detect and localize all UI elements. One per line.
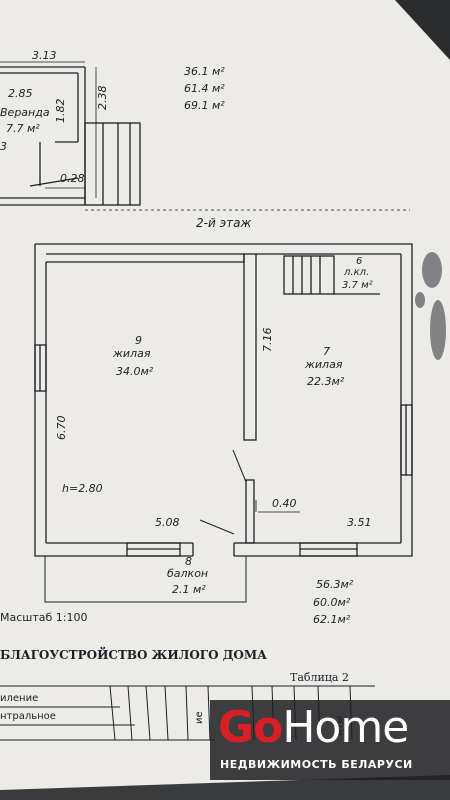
room9-area: 34.0м² [116, 365, 154, 378]
area-bottom-3: 62.1м² [313, 613, 351, 626]
ceiling-height: h=2.80 [62, 482, 103, 495]
area-bottom-2: 60.0м² [313, 596, 351, 609]
shadow-bottom [0, 775, 450, 800]
shadow-top-right [395, 0, 450, 60]
scale-label: Масштаб 1:100 [0, 611, 88, 624]
brand-band [210, 700, 450, 780]
logo-go: Go [218, 702, 283, 753]
room7-name: жилая [305, 358, 343, 371]
dim-door-top: 0.28 [60, 172, 85, 185]
veranda-name: Веранда [0, 106, 50, 119]
room7-num: 7 [323, 345, 330, 358]
dim-left-height: 6.70 [55, 415, 68, 441]
table-col-1: ие [194, 711, 205, 724]
dim-bottom-left: 5.08 [155, 516, 180, 529]
dim-door: 0.40 [272, 497, 297, 510]
balcony-num: 8 [185, 555, 192, 568]
area-top-2: 61.4 м² [184, 82, 225, 95]
room6-area: 3.7 м² [342, 280, 373, 291]
table-row-2: нтральное [0, 711, 56, 722]
dim-width: 3.13 [32, 49, 57, 62]
dim-partition: 7.16 [261, 327, 274, 353]
room6-num: 6 [356, 256, 363, 267]
balcony-name: балкон [167, 567, 209, 580]
table-label: Таблица 2 [290, 671, 349, 684]
room6-name: л.кл. [344, 267, 370, 278]
section-title: БЛАГОУСТРОЙСТВО ЖИЛОГО ДОМА [0, 648, 267, 662]
dim-inner: 2.85 [8, 87, 33, 100]
gohome-logo: GoHome [218, 706, 409, 750]
room7-area: 22.3м² [307, 375, 345, 388]
veranda-num: 3 [0, 140, 7, 153]
dim-vert-outer: 2.38 [96, 85, 109, 111]
dim-bottom-right: 3.51 [347, 516, 372, 529]
room9-name: жилая [113, 347, 151, 360]
area-top-1: 36.1 м² [184, 65, 225, 78]
area-bottom-1: 56.3м² [316, 578, 354, 591]
logo-home: Home [282, 702, 409, 753]
veranda-area: 7.7 м² [6, 122, 40, 135]
logo-tagline: НЕДВИЖИМОСТЬ БЕЛАРУСИ [220, 758, 413, 771]
room9-num: 9 [135, 334, 142, 347]
floor-title: 2-й этаж [196, 216, 252, 230]
dim-vert: 1.82 [54, 98, 67, 124]
area-top-3: 69.1 м² [184, 99, 225, 112]
ink-smudge [415, 252, 446, 360]
table-row-1: иление [0, 693, 39, 704]
balcony-area: 2.1 м² [172, 583, 206, 596]
